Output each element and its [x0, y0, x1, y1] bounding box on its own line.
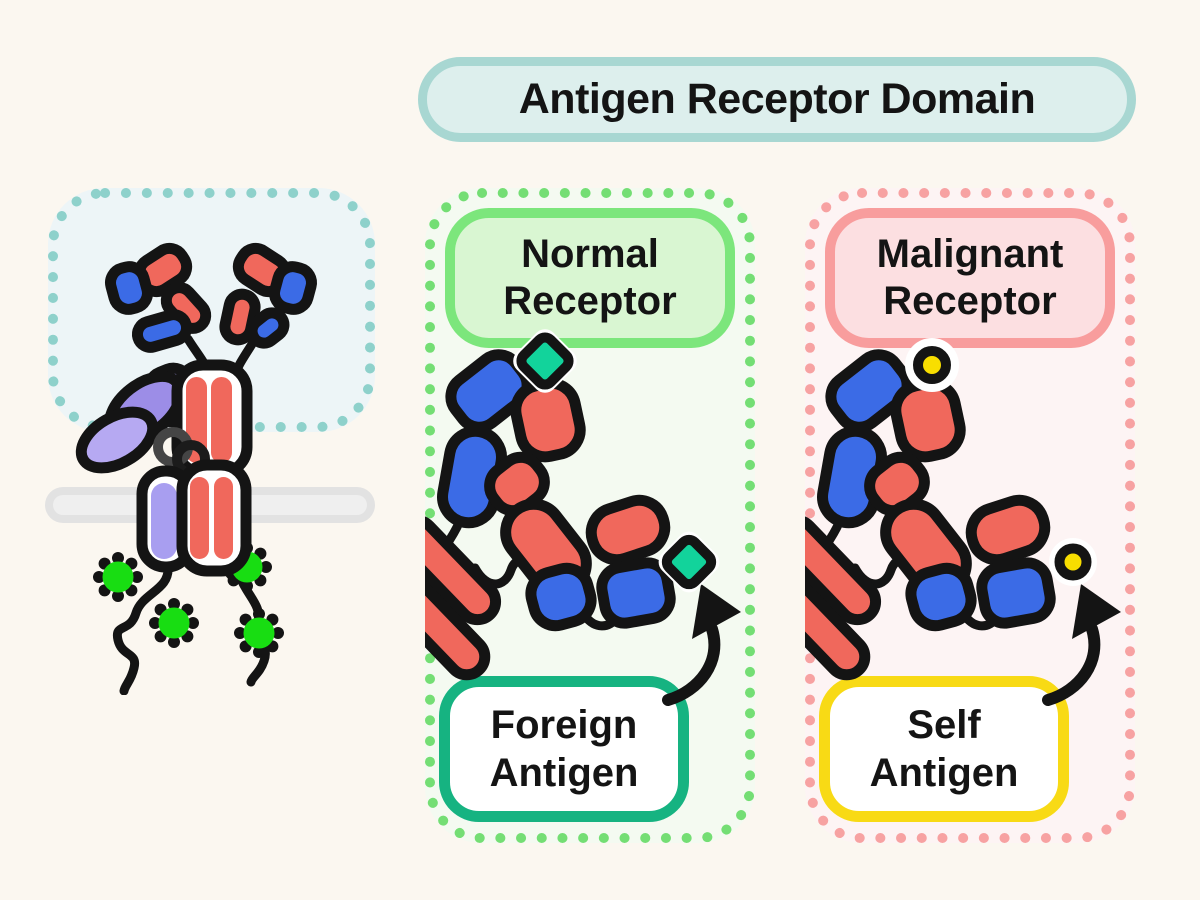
right-fab-arm-icon — [219, 242, 317, 349]
malignant-label-line1: Malignant — [876, 231, 1064, 276]
malignant-label-line2: Receptor — [883, 279, 1057, 323]
normal-receptor-label: Normal Receptor — [445, 208, 735, 348]
normal-label-line2: Receptor — [503, 279, 677, 323]
page-title: Antigen Receptor Domain — [518, 75, 1036, 123]
self-label-line1: Self — [907, 703, 981, 747]
normal-receptor-panel: Normal Receptor Foreign Antigen — [425, 188, 755, 843]
phosphorylation-burst-icon — [234, 608, 284, 658]
title-banner: Antigen Receptor Domain — [418, 57, 1136, 142]
dotted-border-teal — [48, 188, 375, 432]
malignant-receptor-label: Malignant Receptor — [825, 208, 1115, 348]
left-fab-arm-icon — [105, 242, 212, 353]
foreign-label-line1: Foreign — [490, 703, 638, 747]
foreign-antigen-label: Foreign Antigen — [439, 676, 689, 822]
phosphorylation-burst-icon — [93, 552, 143, 602]
malignant-receptor-panel: Malignant Receptor Self Antigen — [805, 188, 1135, 843]
foreign-label-line2: Antigen — [489, 751, 639, 795]
self-label-line2: Antigen — [869, 751, 1019, 795]
phosphorylation-burst-icon — [149, 598, 199, 648]
transmembrane-segments-icon — [136, 459, 252, 577]
self-antigen-label: Self Antigen — [819, 676, 1069, 822]
b-cell-receptor-illustration — [75, 242, 317, 695]
normal-label-line1: Normal — [521, 231, 659, 276]
